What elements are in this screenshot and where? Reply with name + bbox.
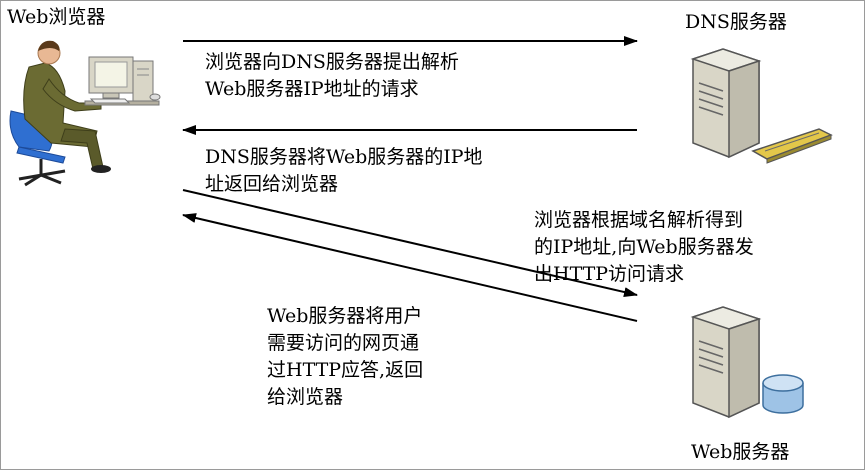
- browser-label: Web浏览器: [7, 4, 105, 31]
- person-at-computer-icon: [5, 39, 173, 189]
- message-1-line-1: 浏览器向DNS服务器提出解析: [205, 49, 459, 76]
- web-server-label: Web服务器: [691, 439, 789, 466]
- message-3-line-3: 出HTTP访问请求: [534, 261, 684, 288]
- message-3-line-2: 的IP地址,向Web服务器发: [534, 234, 754, 261]
- message-4-line-1: Web服务器将用户: [267, 303, 422, 330]
- dns-server-label: DNS服务器: [685, 9, 787, 36]
- message-4-line-2: 需要访问的网页通: [267, 330, 419, 357]
- message-2-line-2: 址返回给浏览器: [205, 171, 338, 198]
- message-2-line-1: DNS服务器将Web服务器的IP地: [205, 144, 483, 171]
- message-4-line-3: 过HTTP应答,返回: [267, 357, 423, 384]
- message-4-line-4: 给浏览器: [267, 384, 343, 411]
- message-3-line-1: 浏览器根据域名解析得到: [534, 207, 743, 234]
- web-server-icon: [685, 305, 835, 433]
- dns-server-icon: [685, 47, 835, 165]
- message-1-line-2: Web服务器IP地址的请求: [205, 76, 419, 103]
